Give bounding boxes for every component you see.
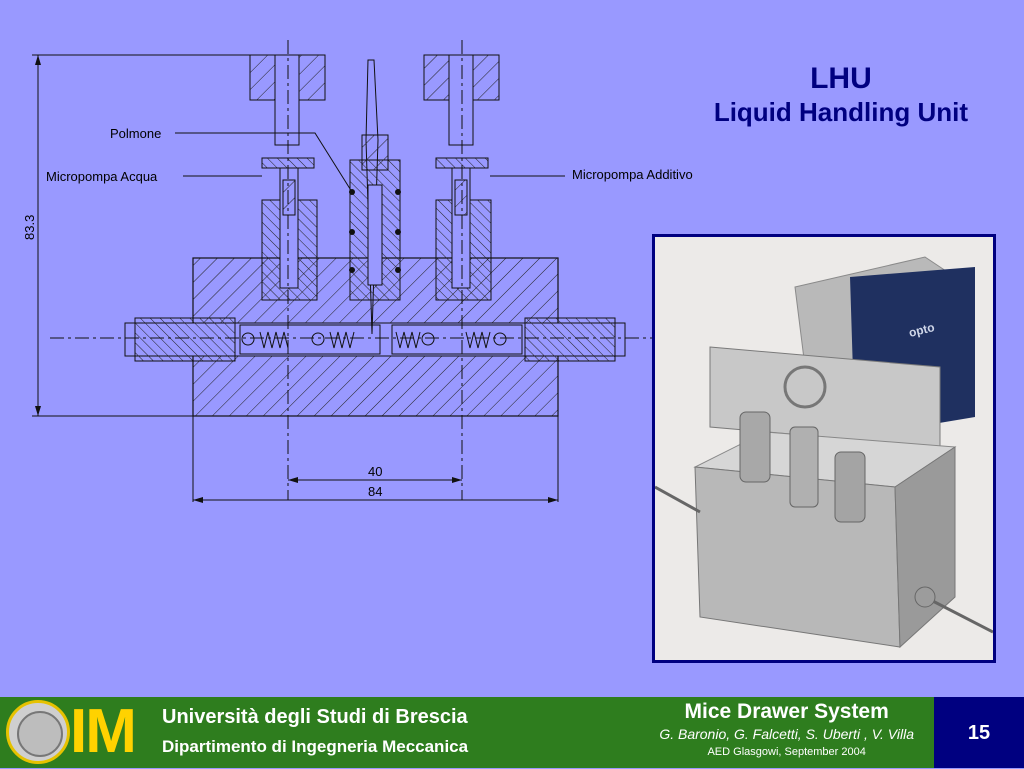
spring-left bbox=[259, 331, 289, 349]
title-main: LHU bbox=[810, 62, 872, 95]
page-number: 15 bbox=[934, 697, 1024, 768]
label-polmone: Polmone bbox=[110, 126, 161, 141]
slide-title: LHU Liquid Handling Unit bbox=[714, 62, 968, 128]
footer-bar: IM Università degli Studi di Brescia Dip… bbox=[0, 697, 1024, 768]
university-seal bbox=[6, 700, 70, 764]
spring-right bbox=[395, 331, 421, 349]
project-block: Mice Drawer System G. Baronio, G. Falcet… bbox=[659, 699, 914, 761]
department-name: Dipartimento di Ingegneria Meccanica bbox=[162, 737, 469, 756]
svg-text:opto: opto bbox=[907, 320, 936, 340]
university-name: Università degli Studi di Brescia bbox=[162, 706, 468, 728]
title-sub: Liquid Handling Unit bbox=[713, 97, 968, 127]
dim-inner-width: 40 bbox=[368, 464, 382, 479]
event: AED Glasgowi, September 2004 bbox=[707, 746, 866, 758]
device-photo: opto bbox=[652, 234, 996, 663]
authors: G. Baronio, G. Falcetti, S. Uberti , V. … bbox=[659, 726, 914, 742]
spring-mid bbox=[329, 331, 355, 349]
label-micropompa-acqua: Micropompa Acqua bbox=[46, 169, 158, 184]
dim-height: 83.3 bbox=[22, 215, 37, 240]
label-micropompa-additivo: Micropompa Additivo bbox=[572, 167, 693, 182]
technical-drawing: 83.3 40 84 Polmone Micropompa Acqua Micr… bbox=[22, 40, 700, 503]
dim-outer-width: 84 bbox=[368, 484, 382, 499]
logo-im: IM bbox=[70, 697, 137, 766]
project-name: Mice Drawer System bbox=[684, 700, 889, 723]
university-block: Università degli Studi di Brescia Dipart… bbox=[162, 704, 468, 760]
